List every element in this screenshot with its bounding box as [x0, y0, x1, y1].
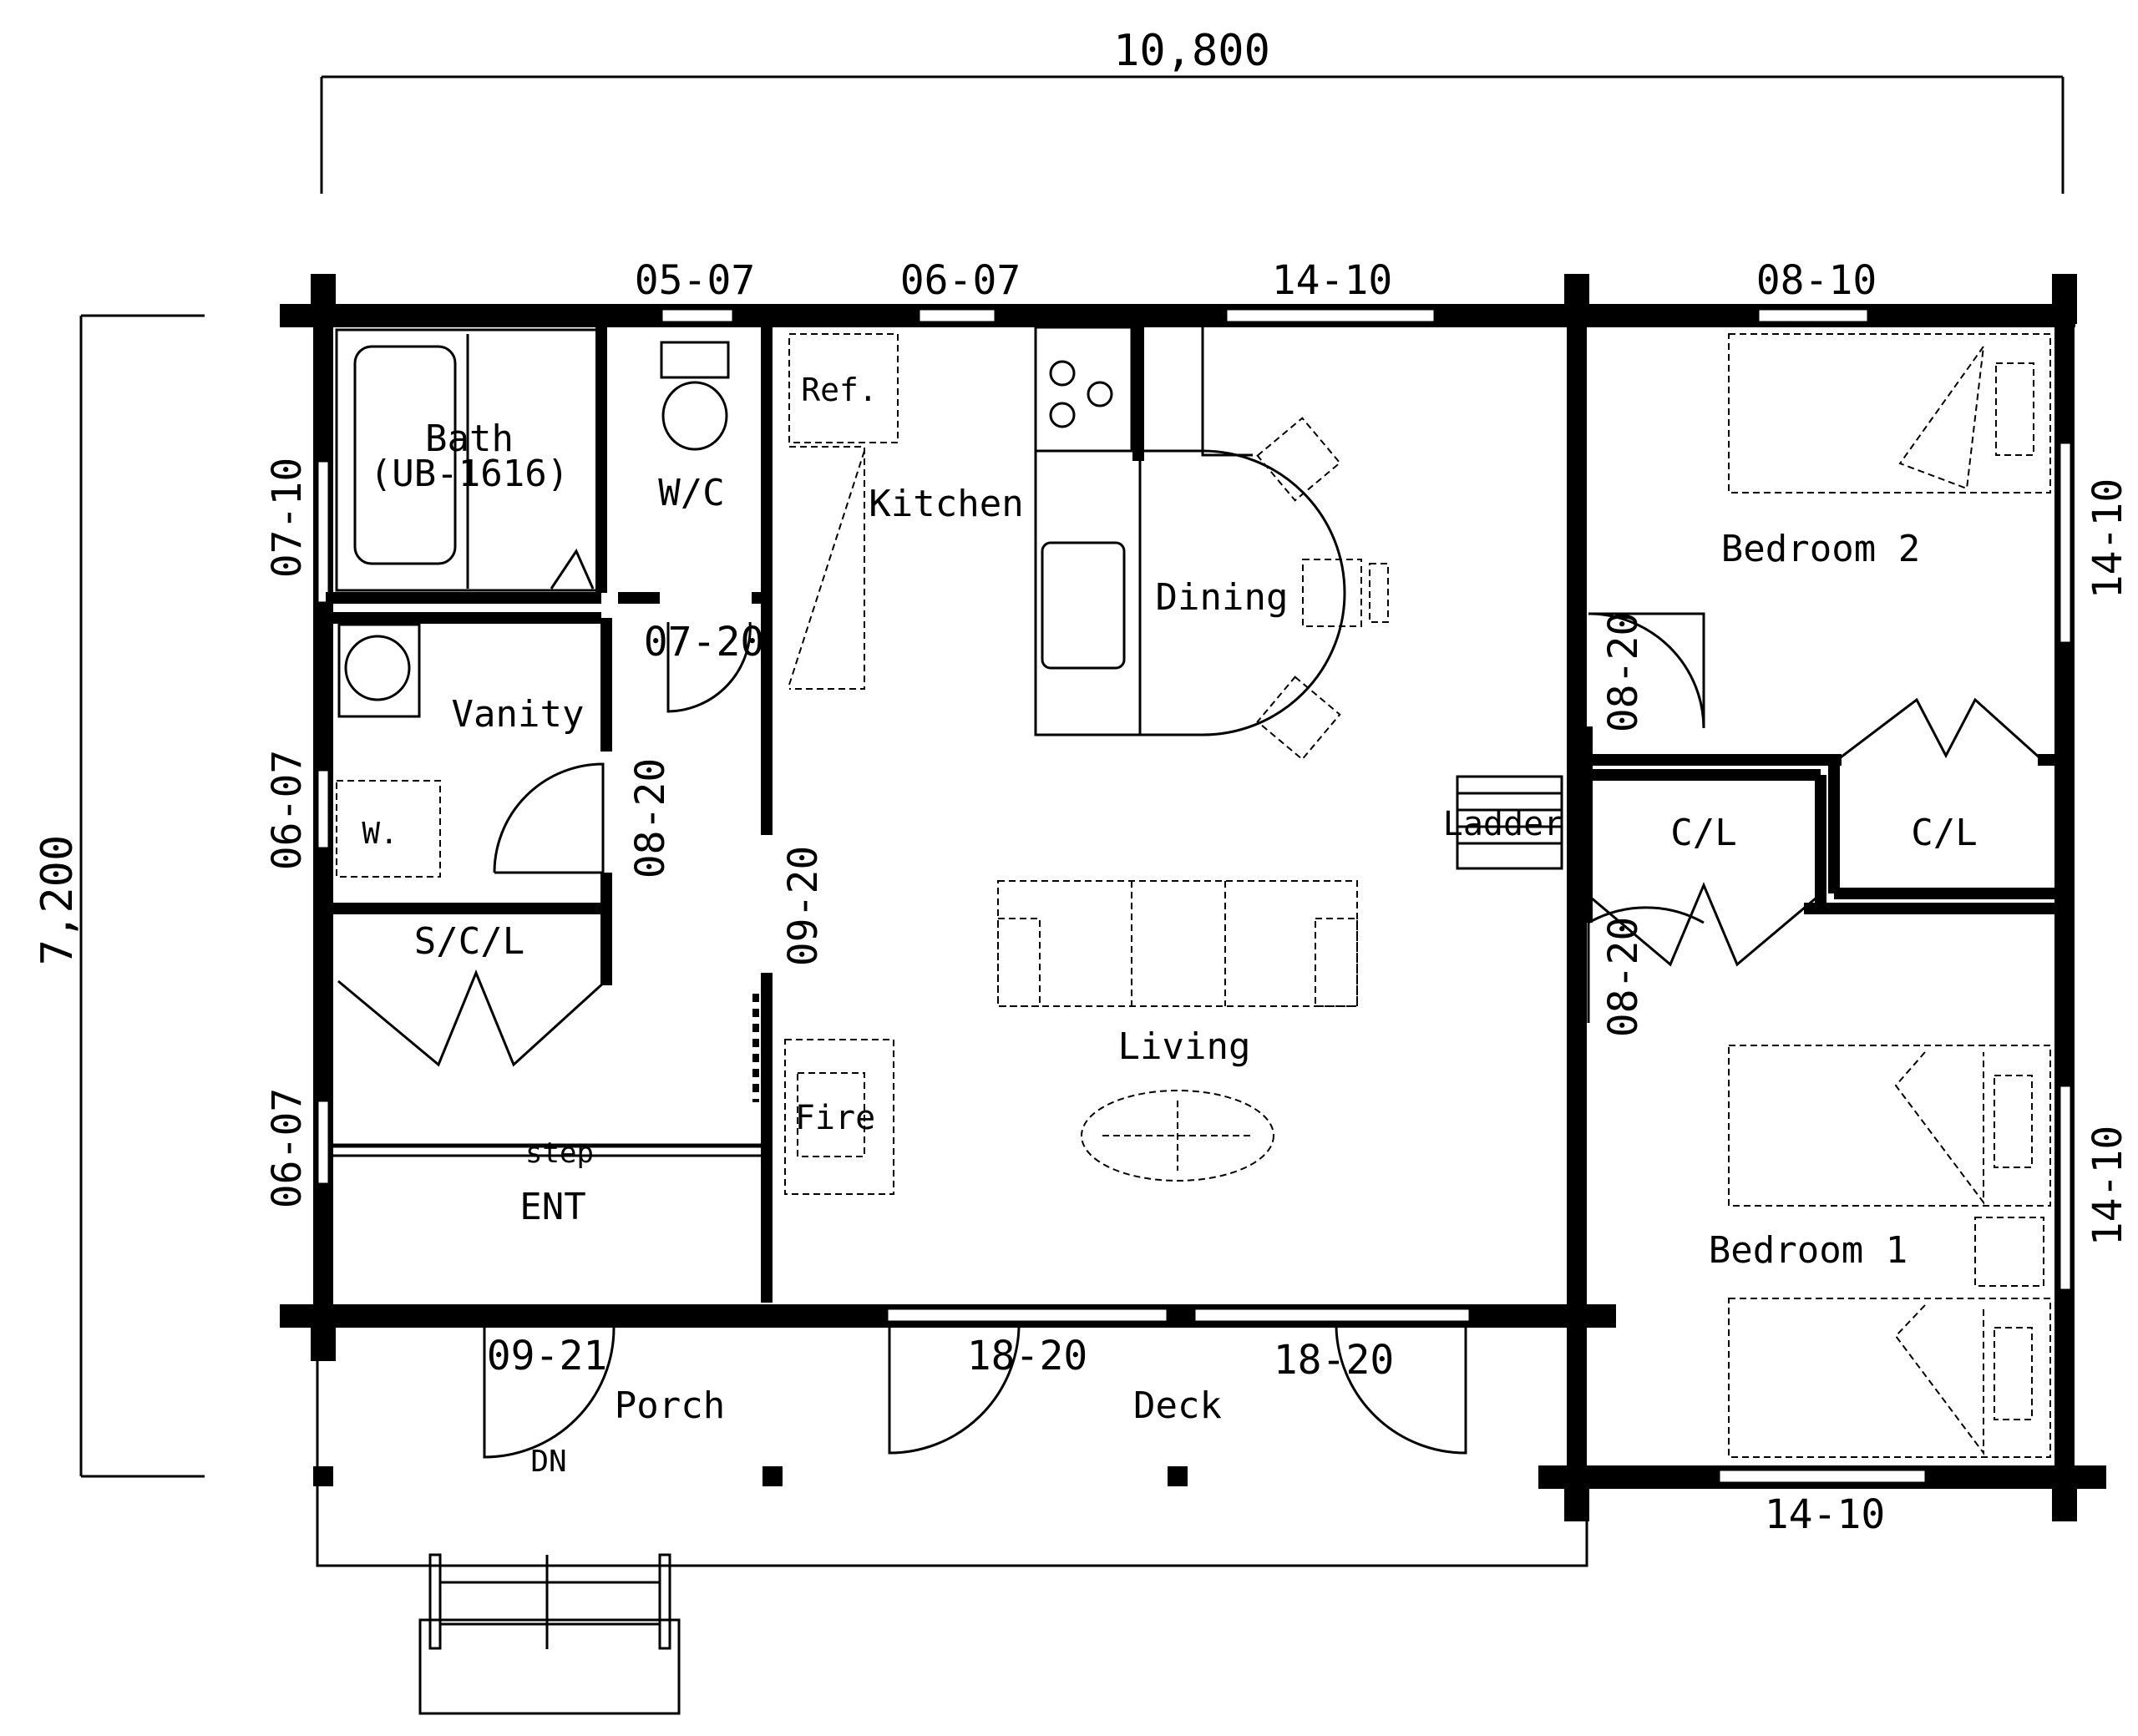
opening-vanity-door: 08-20: [627, 758, 674, 879]
ladder: [1456, 775, 1563, 870]
label-ladder: Ladder: [1443, 805, 1564, 843]
label-step: step: [525, 1136, 594, 1170]
label-ref: Ref.: [801, 372, 878, 408]
fixtures: [335, 326, 2051, 1458]
opening-left-bath: 07-10: [264, 458, 311, 579]
opening-deck-right: 18-20: [1274, 1337, 1395, 1384]
opening-right-bed2: 14-10: [2085, 478, 2131, 600]
width-label: 10,800: [1113, 26, 1270, 76]
opening-deck-left: 18-20: [967, 1333, 1088, 1379]
label-dining: Dining: [1156, 576, 1289, 619]
label-wc: W/C: [658, 472, 724, 514]
label-living: Living: [1118, 1025, 1251, 1068]
fireplace: [784, 1039, 894, 1195]
opening-top-bed2: 08-10: [1756, 257, 1877, 304]
opening-ent-living: 09-20: [780, 846, 827, 967]
doors: [337, 612, 2044, 1459]
sofa: [997, 880, 1358, 1007]
opening-wc-door: 07-20: [644, 619, 765, 666]
interior-walls: [326, 326, 2056, 1303]
room-labels: Bath (UB-1616) W/C Ref. Kitchen Dining B…: [362, 372, 1977, 1479]
label-cl-left: C/L: [1670, 812, 1736, 854]
label-bedroom-2: Bedroom 2: [1721, 528, 1920, 570]
label-deck: Deck: [1133, 1384, 1222, 1427]
opening-bed2-door: 08-20: [1600, 612, 1647, 733]
opening-top-dining: 14-10: [1272, 257, 1393, 304]
label-vanity: Vanity: [452, 693, 585, 736]
dimension-height: 7,200: [33, 314, 205, 1478]
bathtub: [335, 328, 599, 592]
label-porch: Porch: [615, 1384, 725, 1427]
height-label: 7,200: [33, 835, 83, 966]
dimension-width: 10,800: [320, 26, 2065, 194]
bed-1a: [1728, 1045, 2051, 1207]
label-bath-model: (UB-1616): [370, 453, 569, 495]
porch-deck: [313, 1328, 1588, 1715]
label-kitchen: Kitchen: [869, 483, 1023, 525]
opening-ent-door: 09-21: [487, 1333, 608, 1379]
coffee-table: [1081, 1090, 1274, 1182]
opening-bed1-door: 08-20: [1600, 917, 1647, 1038]
opening-top-kitchen: 06-07: [900, 257, 1021, 304]
label-bath: Bath: [425, 418, 514, 460]
opening-right-bed1: 14-10: [2085, 1126, 2131, 1247]
label-bedroom-1: Bedroom 1: [1709, 1229, 1907, 1272]
label-fire: Fire: [795, 1099, 875, 1137]
label-scl: S/C/L: [414, 920, 524, 963]
opening-left-vanity: 06-07: [264, 750, 311, 871]
label-dn: DN: [530, 1445, 566, 1479]
windows: [316, 307, 2073, 1485]
kitchen-counter: [1034, 449, 1142, 736]
opening-bottom-bed1: 14-10: [1765, 1491, 1886, 1538]
opening-left-ent: 06-07: [264, 1088, 311, 1209]
opening-top-wc: 05-07: [635, 257, 756, 304]
label-washer: W.: [362, 817, 398, 851]
label-cl-right: C/L: [1911, 812, 1977, 854]
label-ent: ENT: [519, 1186, 585, 1228]
bed-2: [1728, 333, 2051, 493]
toilet: [661, 381, 728, 451]
bed-1b: [1728, 1217, 2051, 1458]
opening-labels: 05-07 06-07 14-10 08-10 07-10 06-07 06-0…: [264, 257, 2131, 1538]
dining-chairs: [1256, 417, 1389, 761]
